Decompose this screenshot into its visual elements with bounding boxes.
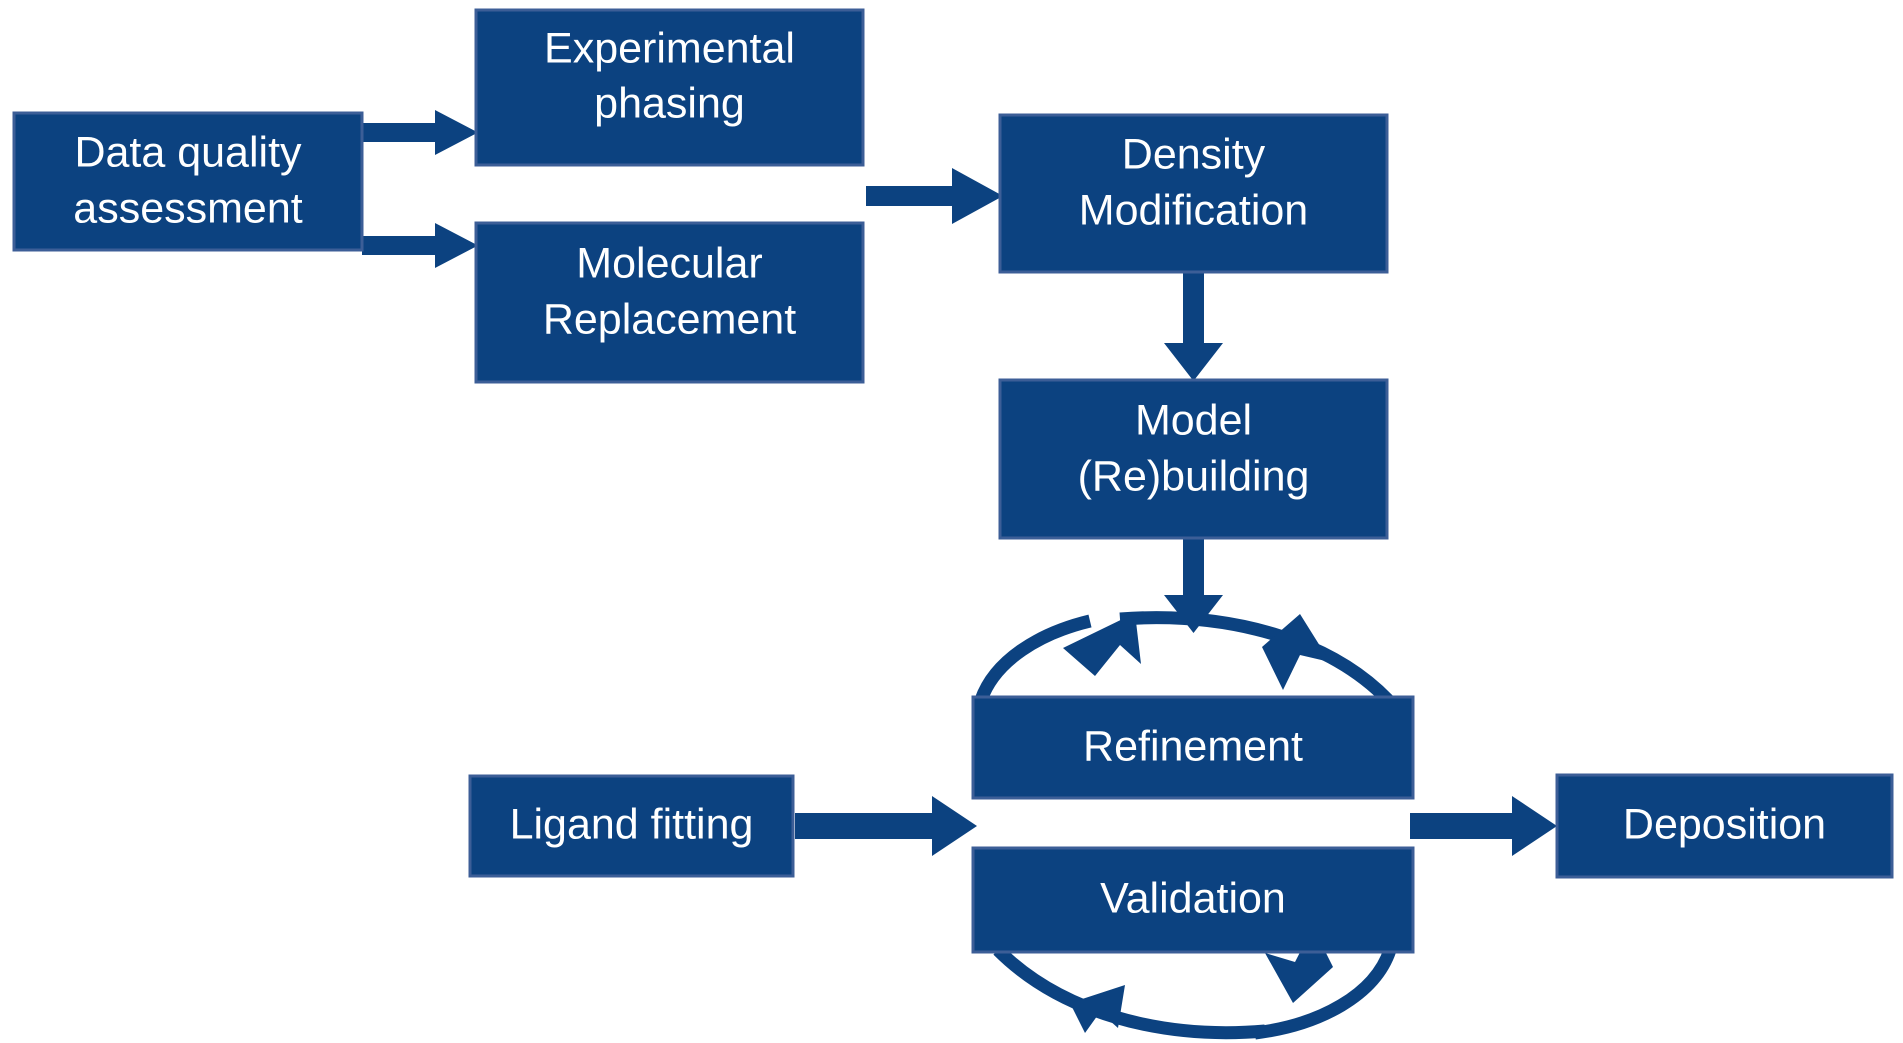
node-label-experimental-line1: Experimental [544,24,795,72]
node-data-quality-assessment[interactable]: Data quality assessment [12,111,364,252]
edge-data-quality-to-experimental-phasing [362,110,478,155]
node-label-refinement: Refinement [1083,722,1303,770]
edge-model-rebuilding-to-cycle [1164,536,1223,633]
node-ligand-fitting[interactable]: Ligand fitting [468,774,795,878]
edge-density-modification-to-model-rebuilding [1164,270,1223,381]
node-experimental-phasing[interactable]: Experimental phasing [474,8,865,167]
node-label-validation: Validation [1100,874,1286,922]
node-model-rebuilding[interactable]: Model (Re)building [998,378,1389,540]
node-label-ligand-fitting: Ligand fitting [510,800,754,848]
node-label-model-line2: (Re)building [1078,452,1310,500]
edge-ligand-fitting-to-cycle [795,796,977,856]
cycle-arc-top-left [974,613,1141,703]
node-molecular-replacement[interactable]: Molecular Replacement [474,221,865,384]
cycle-arc-top-right [1119,611,1393,705]
node-density-modification[interactable]: Density Modification [998,113,1389,274]
node-deposition[interactable]: Deposition [1555,773,1894,879]
node-label-molecular-line2: Replacement [543,295,796,343]
node-refinement[interactable]: Refinement [971,695,1415,800]
node-label-deposition: Deposition [1623,800,1826,848]
node-label-experimental-line2: phasing [594,79,745,127]
node-validation[interactable]: Validation [971,846,1415,954]
node-label-data-quality-line2: assessment [73,184,302,232]
node-label-molecular-line1: Molecular [576,239,762,287]
edge-cycle-to-deposition [1410,796,1557,856]
node-label-data-quality-line1: Data quality [74,128,302,176]
node-label-density-line1: Density [1122,130,1266,178]
edge-data-quality-to-molecular-replacement [362,223,478,268]
node-label-density-line2: Modification [1079,186,1308,234]
node-label-model-line1: Model [1135,396,1252,444]
cycle-arc-bottom-left [993,945,1266,1040]
edge-phasing-to-density-modification [866,168,1003,224]
